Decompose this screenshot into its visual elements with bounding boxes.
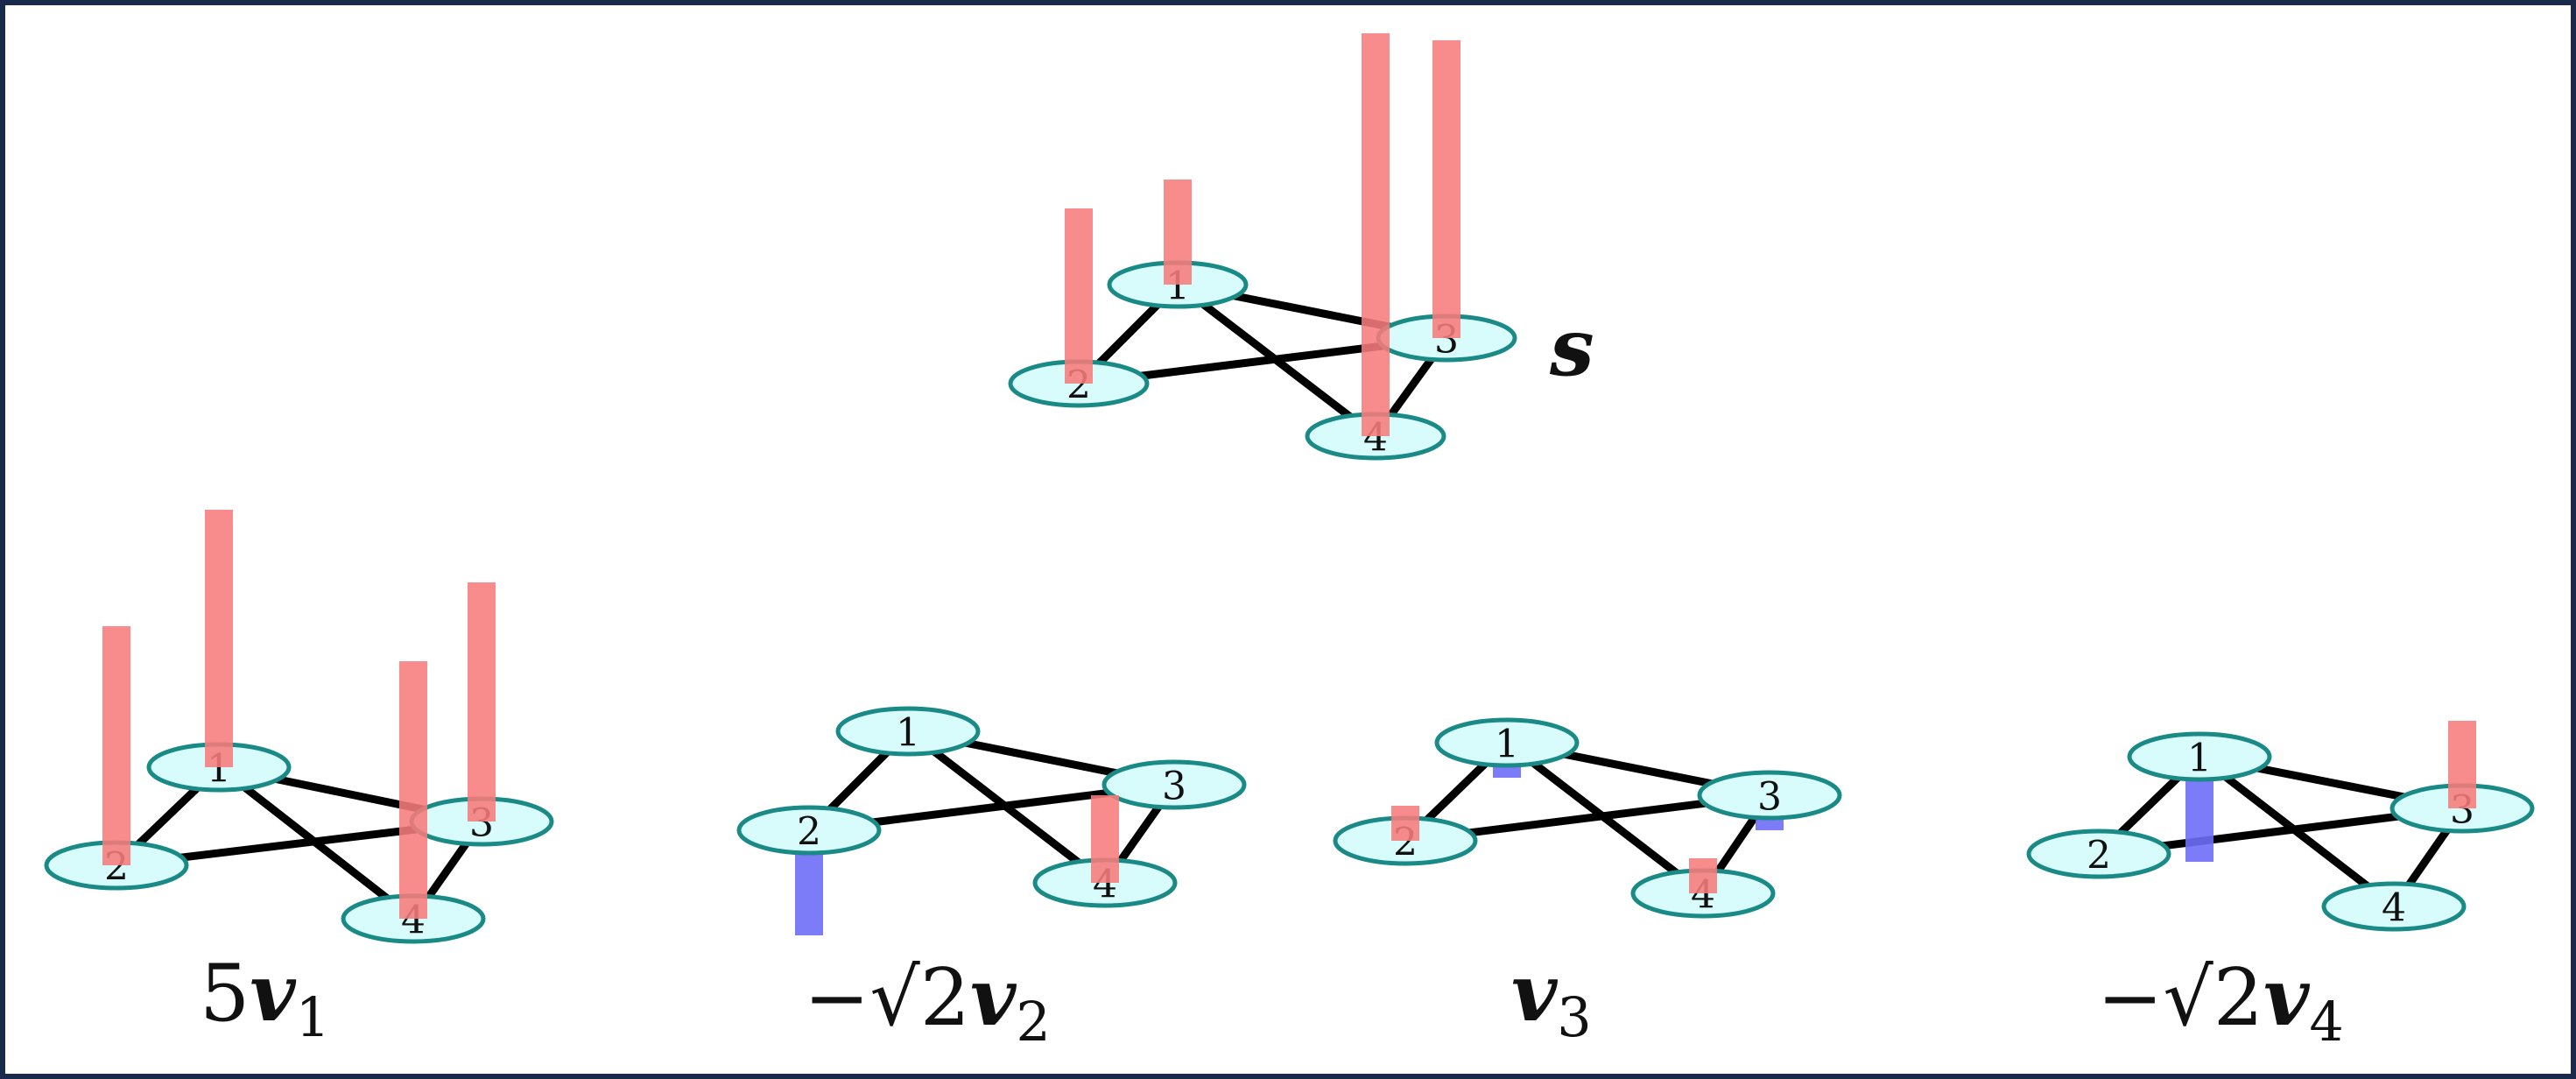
node-label-3: 3 — [1757, 775, 1782, 820]
bar-node-2 — [102, 626, 130, 865]
node-label-4: 4 — [2382, 886, 2406, 931]
bar-node-4 — [1689, 858, 1717, 893]
node-4 — [2321, 881, 2467, 932]
node-label-1: 1 — [1495, 723, 1519, 767]
bar-node-4 — [1362, 33, 1390, 436]
bar-node-4 — [1091, 795, 1119, 883]
caption-v3: v3 — [1511, 947, 1592, 1049]
node-label-1: 1 — [896, 711, 920, 756]
node-1 — [835, 706, 981, 757]
bar-node-1 — [205, 510, 233, 767]
node-1 — [2127, 731, 2272, 782]
caption-v4: −√2v4 — [2097, 951, 2344, 1054]
node-2 — [736, 805, 882, 856]
bar-node-3 — [468, 582, 496, 822]
caption-v2: −√2v2 — [804, 951, 1051, 1054]
node-3 — [1697, 770, 1842, 821]
bar-node-2 — [1391, 806, 1419, 841]
node-label-1: 1 — [2187, 737, 2212, 781]
node-1 — [1434, 717, 1580, 768]
node-2 — [2026, 829, 2171, 879]
node-label-3: 3 — [1162, 765, 1186, 809]
node-3 — [1101, 759, 1247, 810]
node-label-2: 2 — [797, 810, 821, 855]
node-label-2: 2 — [2087, 834, 2111, 878]
bar-node-4 — [399, 661, 427, 919]
bar-node-3 — [2448, 721, 2476, 808]
bar-node-3 — [1432, 40, 1460, 338]
bar-node-1 — [1164, 180, 1192, 285]
caption-v1: 5v1 — [200, 947, 330, 1049]
caption-signal: s — [1549, 301, 1594, 394]
bar-node-2 — [1065, 208, 1093, 384]
